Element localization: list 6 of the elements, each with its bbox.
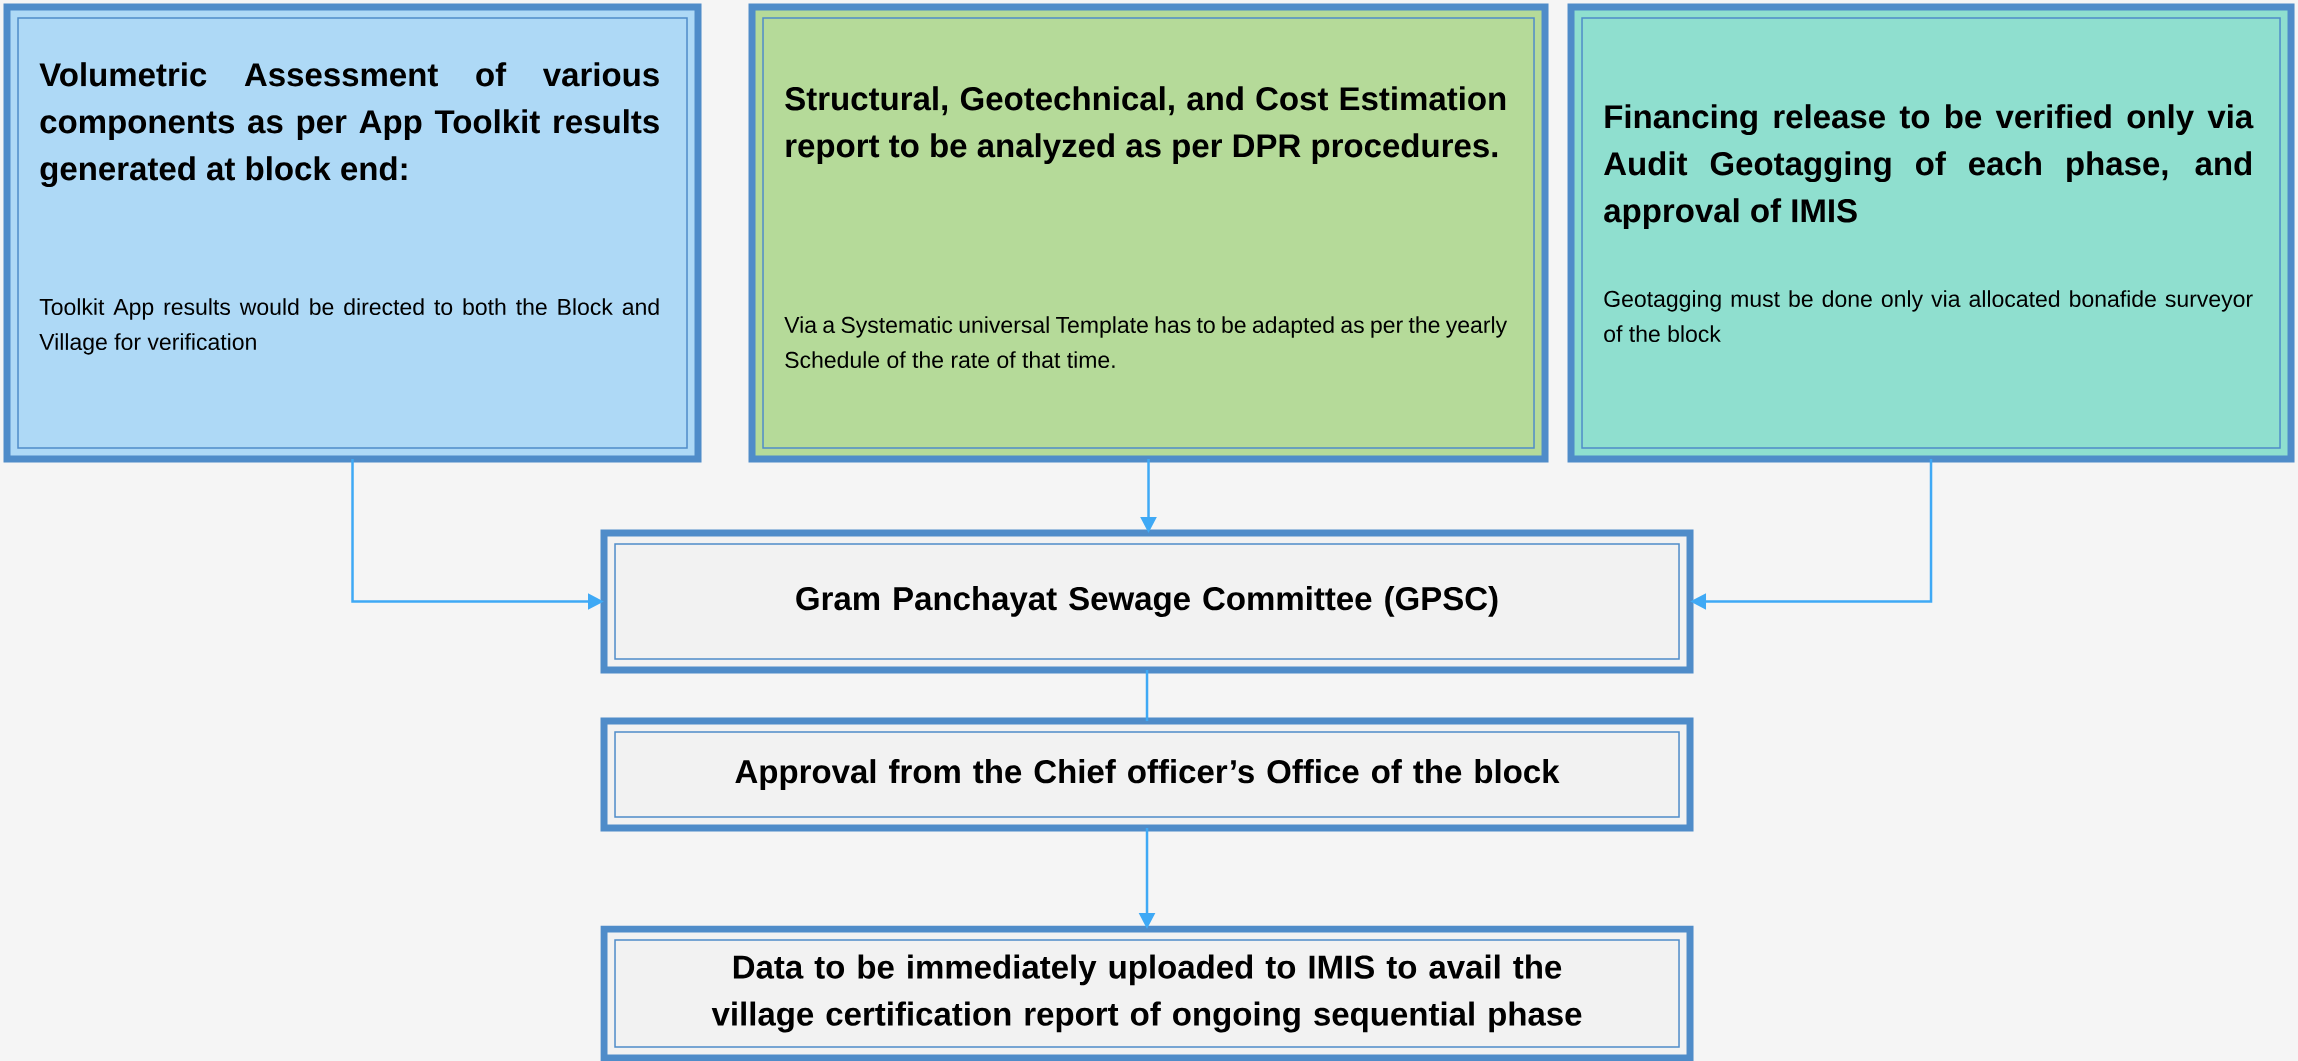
process-box: Approval from the Chief officer’s Office of the block: [600, 717, 1694, 832]
process-box: Data to be immediately uploaded to IMIS to avail the village certification report of ongoing sequential phase: [600, 925, 1694, 1061]
process-box: Volumetric Assessment of various components as per App Toolkit results generated at block end: Toolkit App results would be directed to both the Block and Village for verification: [3, 3, 702, 463]
process-box: Gram Panchayat Sewage Committee (GPSC): [600, 529, 1694, 674]
process-box: Structural, Geotechnical, and Cost Estimation report to be analyzed as per DPR procedures. Via a Systematic universal Template has to be adapted as per the yearly Schedule of the rate of that time.: [748, 3, 1549, 463]
process-box: Financing release to be verified only via Audit Geotagging of each phase, and approval of IMIS Geotagging must be done only via allocated bonafide surveyor of the block: [1567, 3, 2295, 463]
